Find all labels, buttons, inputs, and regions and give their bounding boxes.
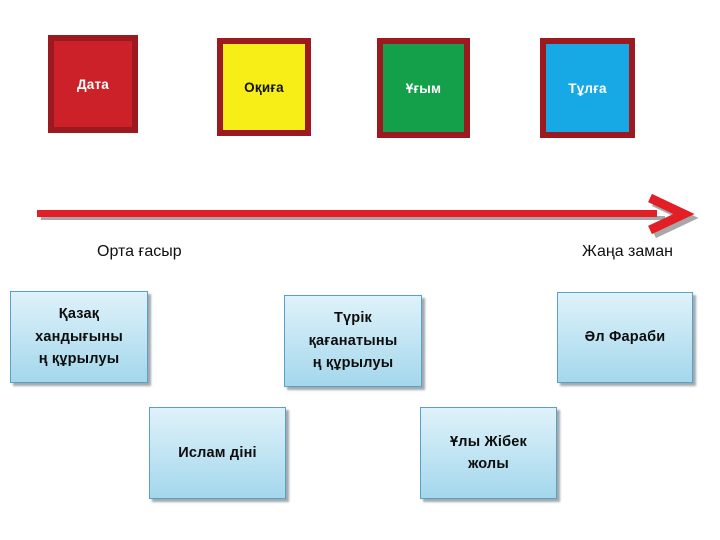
legend-box-person[interactable]: Тұлға <box>540 38 635 138</box>
legend-box-person-label: Тұлға <box>568 80 607 96</box>
topic-box-kazakh-khanate-label: Қазақ хандығыны ң құрылуы <box>35 306 123 368</box>
timeline-shadow <box>41 216 665 220</box>
legend-box-event[interactable]: Оқиға <box>217 38 311 136</box>
timeline-arrow <box>37 193 699 239</box>
topic-box-silk-road[interactable]: Ұлы Жібек жолы <box>420 407 557 499</box>
legend-box-date-label: Дата <box>76 76 110 92</box>
legend-box-concept[interactable]: Ұғым <box>377 38 470 138</box>
legend-box-event-label: Оқиға <box>244 79 284 95</box>
topic-box-al-farabi-label: Әл Фараби <box>584 329 666 346</box>
topic-box-silk-road-label: Ұлы Жібек жолы <box>450 433 527 472</box>
topic-box-islam-religion-label: Ислам діні <box>178 444 257 461</box>
era-label-middle-ages: Орта ғасыр <box>97 243 182 260</box>
topic-box-islam-religion[interactable]: Ислам діні <box>149 407 286 499</box>
timeline-arrowhead-icon <box>648 193 695 235</box>
legend-box-concept-label: Ұғым <box>405 80 442 96</box>
topic-box-turkic-khaganate[interactable]: Түрік қағанатыны ң құрылуы <box>284 295 422 387</box>
topic-box-al-farabi[interactable]: Әл Фараби <box>557 292 693 383</box>
topic-box-kazakh-khanate[interactable]: Қазақ хандығыны ң құрылуы <box>10 291 148 383</box>
topic-box-turkic-khaganate-label: Түрік қағанатыны ң құрылуы <box>308 310 398 372</box>
era-label-modern-era: Жаңа заман <box>582 243 673 260</box>
legend-box-date[interactable]: Дата <box>48 35 138 133</box>
timeline-bar <box>37 210 657 217</box>
